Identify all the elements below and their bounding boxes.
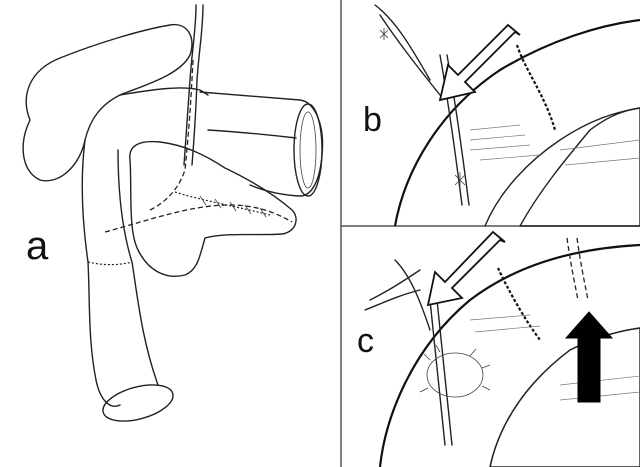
- panel-b-drawing: [375, 5, 640, 226]
- stomach-shape: [23, 25, 192, 181]
- jejunal-loop: [200, 92, 323, 196]
- bowel-wall-outer-c: [380, 245, 640, 467]
- dashed-tube-c: [567, 238, 578, 300]
- duct-line-b: [380, 15, 440, 95]
- tube-cut-end: [99, 378, 177, 428]
- bowel-lumen-end: [294, 104, 322, 196]
- open-arrow-c: [428, 232, 505, 305]
- stent-c: [430, 300, 445, 445]
- panel-c-drawing: [365, 232, 640, 467]
- panel-label-c: c: [357, 324, 374, 358]
- pancreatic-duct: [105, 205, 292, 232]
- bowel-wall-outer: [395, 20, 640, 226]
- panel-label-b: b: [363, 103, 382, 137]
- pancreas-remnant: [130, 142, 296, 277]
- panel-a-drawing: [23, 5, 322, 428]
- gastric-tube: [82, 140, 120, 406]
- pursestring-suture: [427, 353, 483, 397]
- panel-label-a: a: [26, 226, 48, 266]
- solid-arrow-c: [566, 312, 612, 402]
- open-arrow-b: [440, 25, 520, 100]
- bowel-wall-inner: [485, 108, 640, 226]
- knot-marks-b: [380, 28, 465, 188]
